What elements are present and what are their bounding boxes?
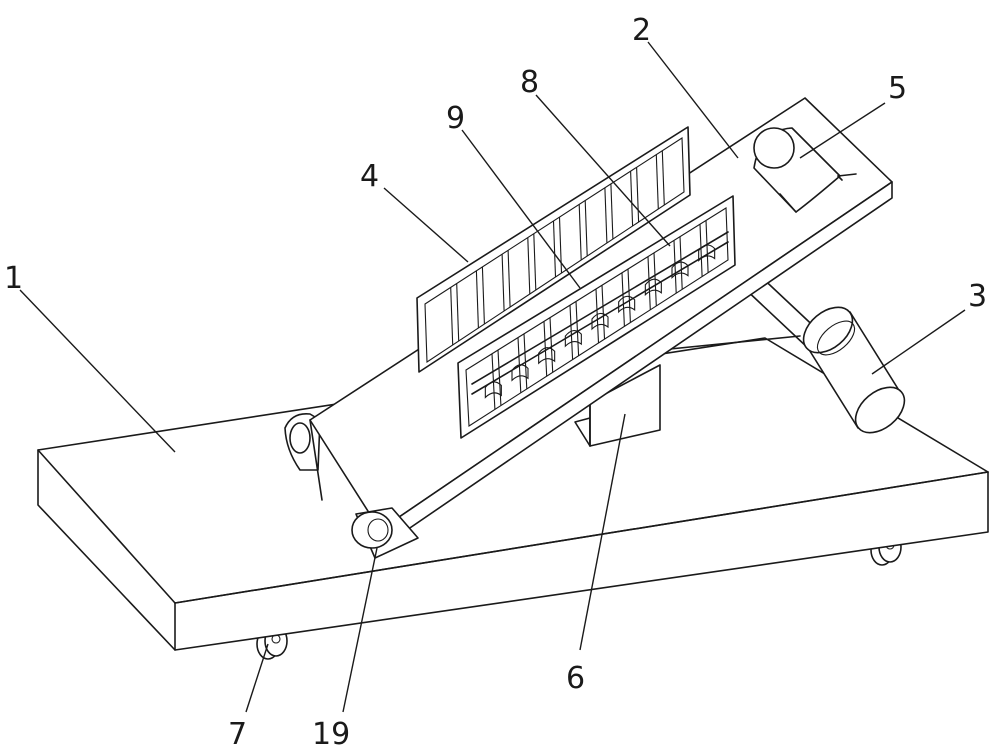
brush	[671, 261, 689, 279]
label-wheel: 7	[228, 717, 247, 750]
label-cylinder: 3	[968, 279, 987, 314]
support-column	[574, 335, 801, 447]
label-solar-panel: 4	[360, 159, 379, 194]
solar-panel-lower	[457, 195, 736, 439]
label-base: 1	[4, 261, 23, 296]
label-inclined-plate: 2	[632, 13, 651, 48]
callout-labels: 1 2 3 4 5 6 7 8 9 19	[4, 13, 987, 750]
brush	[564, 330, 582, 348]
brush-group	[484, 244, 716, 399]
brush	[698, 244, 716, 262]
brush	[538, 347, 556, 365]
motor	[753, 127, 857, 213]
brush	[484, 381, 502, 399]
front-hinge	[351, 507, 419, 559]
label-motor: 5	[888, 71, 907, 106]
brush	[644, 278, 662, 297]
label-brush-rail: 8	[520, 65, 539, 100]
solar-panel-upper	[416, 126, 691, 373]
brush	[511, 364, 529, 382]
label-hinge: 19	[312, 717, 350, 750]
label-brushes: 9	[446, 101, 465, 136]
leader-lines	[19, 41, 966, 713]
brush	[591, 312, 609, 331]
brush	[618, 295, 636, 314]
label-support-column: 6	[566, 661, 585, 696]
